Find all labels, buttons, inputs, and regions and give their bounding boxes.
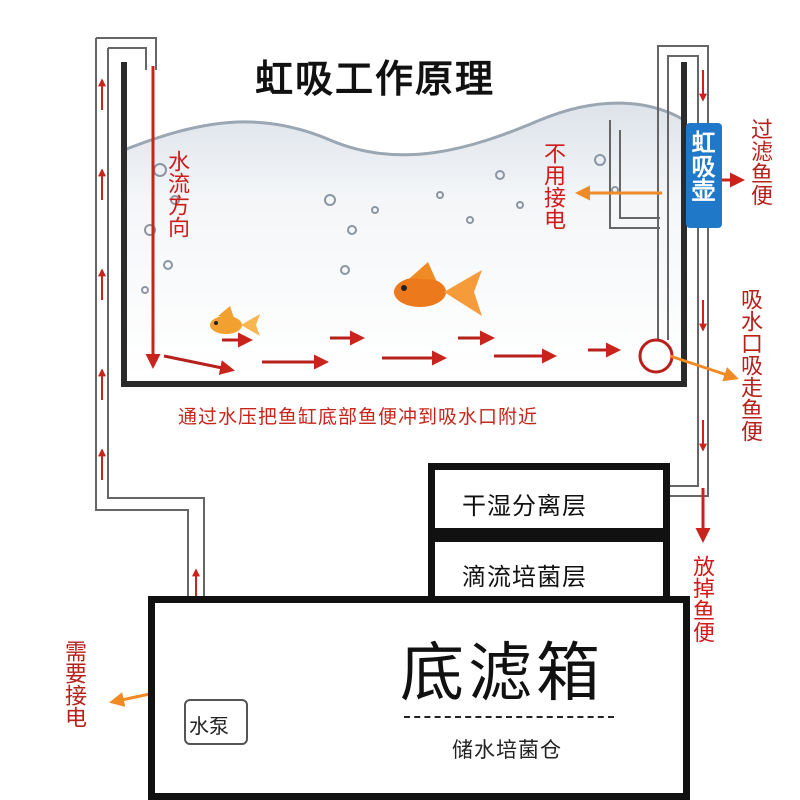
drip-layer-label: 滴流培菌层: [462, 563, 587, 591]
water-pump-box: [184, 699, 248, 745]
filter-waste-label: 过滤鱼便: [747, 118, 772, 206]
tank-water: [124, 103, 684, 380]
tank-outline: [121, 62, 687, 387]
sump-box: [148, 596, 690, 800]
bubbles: [141, 154, 619, 294]
red-callout-arrows: [695, 172, 745, 543]
water-flow-direction-label: 水流方向: [164, 150, 189, 238]
bottom-flow-arrows: [163, 330, 621, 375]
water-wave: [123, 101, 685, 157]
intake-label: 吸水口吸走鱼便: [737, 288, 762, 442]
siphon-pot-label: 虹吸壶: [687, 130, 715, 202]
siphon-pot-badge: [686, 123, 722, 228]
water-pump-label: 水泵: [189, 714, 229, 738]
siphon-inner-loop: [609, 120, 660, 229]
sump-storage-label: 储水培菌仓: [452, 738, 562, 762]
no-power-label: 不用接电: [540, 142, 565, 230]
goldfish-large: [394, 262, 482, 316]
dry-wet-layer-box: [428, 463, 670, 535]
dry-wet-layer-label: 干湿分离层: [462, 492, 587, 520]
goldfish-small: [210, 306, 260, 336]
water-pressure-note: 通过水压把鱼缸底部鱼便冲到吸水口附近: [178, 406, 539, 428]
needs-power-label: 需要接电: [61, 640, 86, 728]
siphon-pipe-outer: [657, 45, 709, 497]
drain-waste-label: 放掉鱼便: [689, 555, 714, 643]
sump-divider: [404, 716, 614, 718]
diagram-title: 虹吸工作原理: [255, 57, 496, 101]
sump-title: 底滤箱: [400, 637, 604, 711]
siphon-pipe-inner: [667, 55, 699, 487]
pipe-flow-arrows: [98, 70, 707, 690]
